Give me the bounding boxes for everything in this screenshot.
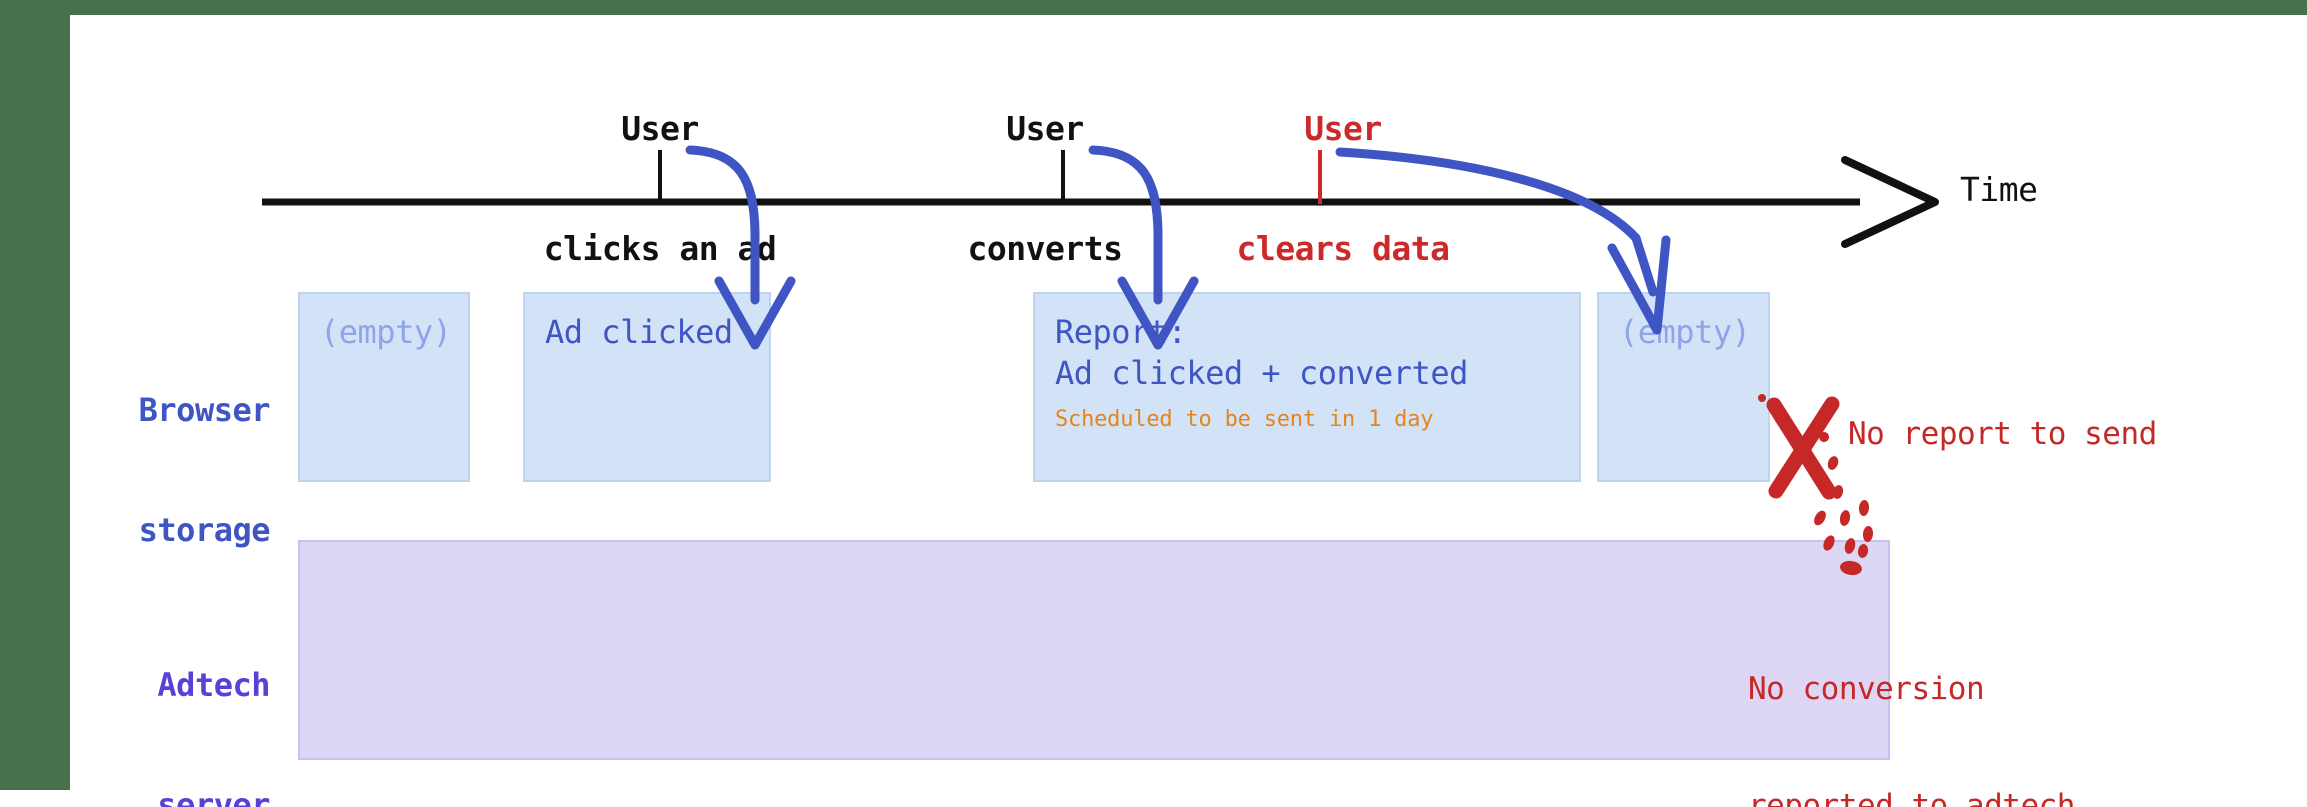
timeline-event-label-clear-line2: clears data: [1236, 229, 1450, 269]
annotation-no-conversion-reported: No conversion reported to adtech: [1748, 592, 2075, 807]
row-label-browser-storage-line2: storage: [138, 511, 271, 549]
storage-box-empty-initial-line-1: (empty): [320, 313, 452, 351]
storage-box-ad-clicked-line-1: Ad clicked: [545, 313, 733, 351]
row-label-browser-storage: Browser storage: [60, 310, 271, 630]
timeline-event-label-click-line1: User: [621, 108, 699, 148]
annotation-no-conversion-reported-line2: reported to adtech: [1748, 788, 2075, 807]
decorative-top-band: [0, 0, 2307, 15]
storage-box-report-pending-schedule-note: Scheduled to be sent in 1 day: [1055, 406, 1434, 432]
timeline-event-label-convert-line2: converts: [967, 229, 1123, 269]
storage-box-empty-initial: (empty): [298, 292, 470, 482]
timeline-event-label-click-line2: clicks an ad: [543, 229, 777, 269]
storage-box-empty-cleared-line-1: (empty): [1619, 313, 1751, 351]
adtech-server-band: [298, 540, 1890, 760]
timeline-axis-arrowhead: [1841, 156, 1939, 248]
timeline-event-label-convert-line1: User: [1006, 108, 1084, 148]
timeline-axis-label: Time: [1960, 170, 2038, 209]
storage-box-report-pending-line-1: Report:: [1055, 313, 1187, 351]
row-label-browser-storage-line1: Browser: [138, 391, 271, 429]
row-label-adtech-server-line2: server: [157, 786, 270, 807]
storage-box-report-pending-line-2: Ad clicked + converted: [1055, 353, 1468, 392]
storage-box-report-pending: Report: Ad clicked + converted Scheduled…: [1033, 292, 1581, 482]
annotation-no-report-to-send: No report to send: [1848, 416, 2157, 452]
row-label-adtech-server: Adtech server: [60, 585, 270, 807]
storage-box-ad-clicked: Ad clicked: [523, 292, 771, 482]
annotation-no-conversion-reported-line1: No conversion: [1748, 671, 1985, 708]
row-label-adtech-server-line1: Adtech: [157, 666, 270, 704]
storage-box-empty-cleared: (empty): [1597, 292, 1770, 482]
decorative-left-band: [0, 0, 70, 790]
timeline-event-label-clear-line1: User: [1304, 108, 1382, 148]
